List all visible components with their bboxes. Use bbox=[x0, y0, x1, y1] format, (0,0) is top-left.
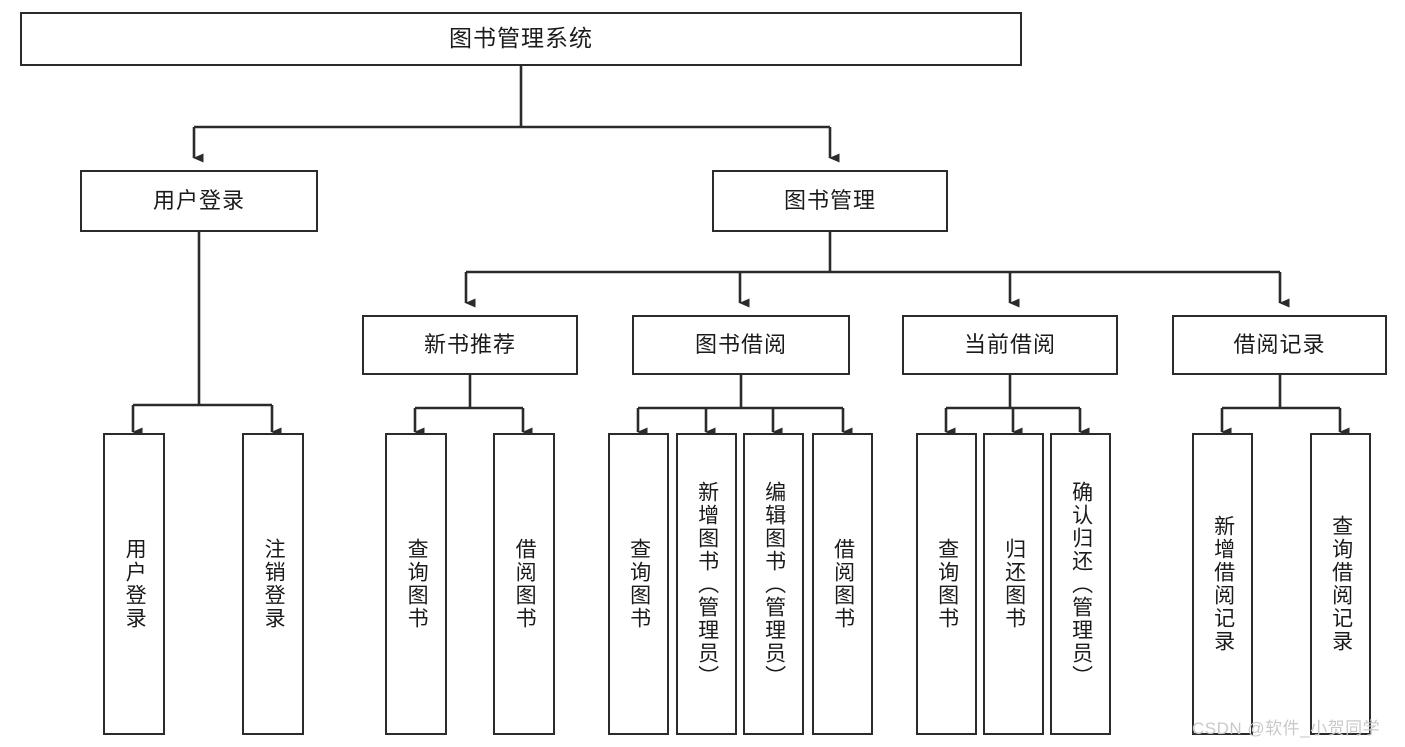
node-label: 图书管理系统 bbox=[449, 25, 593, 52]
node-book-borrow[interactable]: 图书借阅 bbox=[632, 315, 850, 375]
leaf-current-query-book[interactable]: 查询图书 bbox=[916, 433, 977, 735]
node-label: 查询图书 bbox=[405, 538, 429, 630]
node-new-book-recommend[interactable]: 新书推荐 bbox=[362, 315, 578, 375]
leaf-borrow-query-book[interactable]: 查询图书 bbox=[608, 433, 669, 735]
leaf-borrow-borrow-book[interactable]: 借阅图书 bbox=[812, 433, 873, 735]
leaf-current-confirm-return-admin[interactable]: 确认归还（管理员） bbox=[1050, 433, 1111, 735]
node-label: 查询图书 bbox=[627, 538, 651, 630]
node-label: 注销登录 bbox=[262, 538, 286, 630]
leaf-record-query-borrow-record[interactable]: 查询借阅记录 bbox=[1310, 433, 1371, 735]
leaf-current-return-book[interactable]: 归还图书 bbox=[983, 433, 1044, 735]
node-label: 新书推荐 bbox=[423, 331, 516, 357]
node-current-borrow[interactable]: 当前借阅 bbox=[902, 315, 1118, 375]
node-label: 编辑图书（管理员） bbox=[762, 480, 786, 688]
node-label: 借阅记录 bbox=[1233, 331, 1326, 357]
leaf-recommend-query-book[interactable]: 查询图书 bbox=[385, 433, 447, 735]
node-label: 查询借阅记录 bbox=[1329, 515, 1353, 653]
leaf-user-login[interactable]: 用户登录 bbox=[103, 433, 165, 735]
node-user-login[interactable]: 用户登录 bbox=[80, 170, 318, 232]
node-label: 借阅图书 bbox=[831, 538, 855, 630]
leaf-record-add-borrow-record[interactable]: 新增借阅记录 bbox=[1192, 433, 1253, 735]
node-label: 当前借阅 bbox=[963, 331, 1056, 357]
node-book-management[interactable]: 图书管理 bbox=[712, 170, 948, 232]
node-label: 确认归还（管理员） bbox=[1069, 480, 1093, 688]
leaf-logout-login[interactable]: 注销登录 bbox=[242, 433, 304, 735]
node-label: 图书借阅 bbox=[694, 331, 787, 357]
node-label: 新增图书（管理员） bbox=[695, 480, 719, 688]
node-label: 用户登录 bbox=[123, 538, 147, 630]
node-borrow-record[interactable]: 借阅记录 bbox=[1172, 315, 1387, 375]
node-label: 归还图书 bbox=[1002, 538, 1026, 630]
csdn-watermark: CSDN @软件_小贺同学 bbox=[1192, 719, 1381, 738]
node-label: 图书管理 bbox=[783, 187, 876, 213]
leaf-borrow-add-book-admin[interactable]: 新增图书（管理员） bbox=[676, 433, 737, 735]
node-label: 查询图书 bbox=[935, 538, 959, 630]
node-root-system[interactable]: 图书管理系统 bbox=[20, 12, 1022, 66]
leaf-recommend-borrow-book[interactable]: 借阅图书 bbox=[493, 433, 555, 735]
leaf-borrow-edit-book-admin[interactable]: 编辑图书（管理员） bbox=[743, 433, 804, 735]
node-label: 用户登录 bbox=[152, 187, 245, 213]
node-label: 借阅图书 bbox=[513, 538, 537, 630]
node-label: 新增借阅记录 bbox=[1211, 515, 1235, 653]
